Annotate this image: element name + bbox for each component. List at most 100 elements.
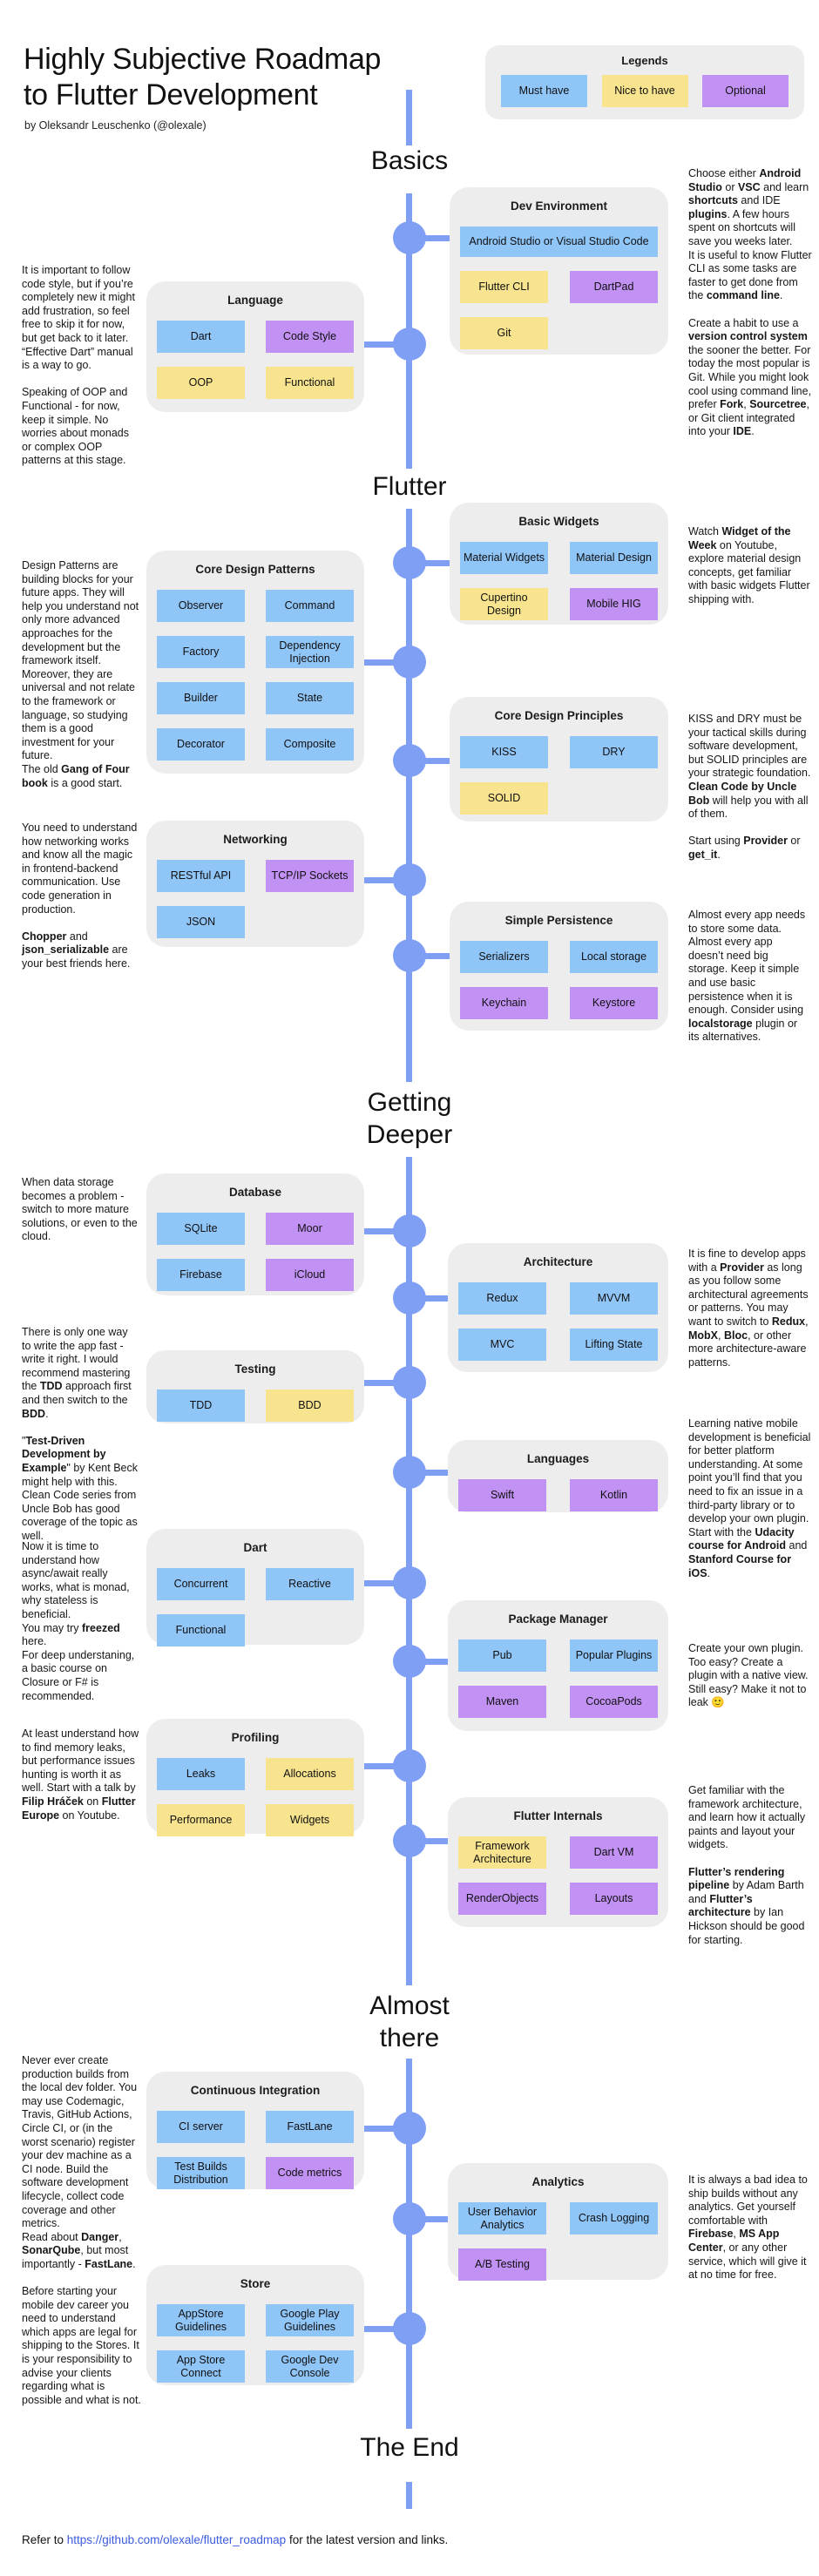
group-title-package-manager: Package Manager — [508, 1613, 608, 1626]
chip-mvvm: MVVM — [570, 1282, 658, 1315]
chip-a-b-testing: A/B Testing — [458, 2248, 546, 2281]
chip-composite: Composite — [266, 728, 354, 761]
timeline-connector-dart-group — [359, 1580, 413, 1586]
note-persistence: Almost every app needs to store some dat… — [688, 909, 806, 1044]
chip-material-design: Material Design — [570, 542, 658, 574]
timeline-connector-profiling — [359, 1763, 413, 1769]
group-title-language: Language — [227, 294, 283, 307]
timeline-node-simple-persistence — [393, 939, 426, 972]
section-title-the-end: The End — [360, 2433, 459, 2462]
chip-app-store-connect: App Store Connect — [157, 2350, 245, 2383]
timeline-node-basic-widgets — [393, 546, 426, 579]
note-code-style: It is important to follow code style, bu… — [22, 264, 135, 467]
timeline-segment — [406, 90, 412, 145]
timeline-node-analytics — [393, 2202, 426, 2235]
chip-renderobjects: RenderObjects — [458, 1883, 546, 1915]
group-title-analytics: Analytics — [531, 2175, 585, 2188]
chip-layouts: Layouts — [570, 1883, 658, 1915]
page-byline: by Oleksandr Leuschenko (@olexale) — [24, 119, 206, 132]
chip-google-play-guidelines: Google Play Guidelines — [266, 2304, 354, 2336]
chip-decorator: Decorator — [157, 728, 245, 761]
chip-leaks: Leaks — [157, 1758, 245, 1790]
note-database: When data storage becomes a problem - sw… — [22, 1176, 138, 1243]
note-kiss-dry: KISS and DRY must be your tactical skill… — [688, 713, 811, 861]
chip-code-style: Code Style — [266, 321, 354, 353]
chip-row: Decorator Composite — [157, 728, 354, 761]
timeline-connector-core-design-patterns — [359, 659, 413, 666]
chip-row: SOLID — [460, 782, 658, 815]
timeline-node-testing — [393, 1366, 426, 1399]
timeline-node-architecture — [393, 1281, 426, 1315]
legend-box: Legends Must have Nice to have Optional — [485, 45, 804, 119]
chip-state: State — [266, 682, 354, 714]
footer: Refer to https://github.com/olexale/flut… — [22, 2533, 448, 2546]
note-widget-of-the-week: Watch Widget of the Week on Youtube, exp… — [688, 525, 810, 605]
note-internals: Get familiar with the framework architec… — [688, 1784, 806, 1946]
legend-chip-must-have: Must have — [501, 75, 587, 107]
chip-kiss: KISS — [460, 736, 548, 768]
group-title-dart-group: Dart — [243, 1541, 267, 1554]
chip-row: JSON — [157, 906, 354, 938]
group-title-database: Database — [228, 1186, 282, 1199]
group-title-flutter-internals: Flutter Internals — [513, 1809, 603, 1822]
chip-row: Firebase iCloud — [157, 1259, 354, 1291]
chip-maven: Maven — [458, 1686, 546, 1718]
timeline-node-package-manager — [393, 1645, 426, 1678]
group-title-architecture: Architecture — [523, 1255, 593, 1268]
legend-title: Legends — [621, 54, 668, 67]
timeline-node-database — [393, 1214, 426, 1247]
footer-suffix: for the latest version and links. — [286, 2533, 449, 2546]
group-title-continuous-integration: Continuous Integration — [190, 2084, 321, 2097]
chip-json: JSON — [157, 906, 245, 938]
group-title-networking: Networking — [223, 833, 288, 846]
chip-functional: Functional — [157, 1614, 245, 1646]
chip-firebase: Firebase — [157, 1259, 245, 1291]
footer-link[interactable]: https://github.com/olexale/flutter_roadm… — [66, 2533, 287, 2546]
chip-ci-server: CI server — [157, 2111, 245, 2143]
chip-tcp-ip-sockets: TCP/IP Sockets — [266, 860, 354, 892]
chip-performance: Performance — [157, 1804, 245, 1836]
timeline-node-continuous-integration — [393, 2112, 426, 2145]
section-title-basics: Basics — [370, 146, 449, 175]
group-title-dev-environment: Dev Environment — [510, 199, 608, 213]
group-title-core-design-patterns: Core Design Patterns — [195, 563, 315, 576]
chip-row: Performance Widgets — [157, 1804, 354, 1836]
chip-bdd: BDD — [266, 1389, 354, 1422]
chip-icloud: iCloud — [266, 1259, 354, 1291]
chip-row: RenderObjects Layouts — [458, 1883, 658, 1915]
chip-framework-architecture: Framework Architecture — [458, 1836, 546, 1869]
timeline-node-networking — [393, 863, 426, 896]
legend-row: Must have Nice to have Optional — [501, 75, 789, 107]
chip-kotlin: Kotlin — [570, 1479, 658, 1511]
timeline-connector-languages — [406, 1470, 453, 1476]
chip-sqlite: SQLite — [157, 1213, 245, 1245]
timeline-connector-database — [359, 1228, 413, 1234]
chip-widgets: Widgets — [266, 1804, 354, 1836]
chip-dart: Dart — [157, 321, 245, 353]
timeline-connector-language — [359, 341, 413, 348]
chip-row: Git — [460, 317, 658, 349]
chip-restful-api: RESTful API — [157, 860, 245, 892]
timeline-connector-testing — [359, 1380, 413, 1386]
chip-fastlane: FastLane — [266, 2111, 354, 2143]
timeline-connector-core-design-principles — [406, 758, 455, 764]
